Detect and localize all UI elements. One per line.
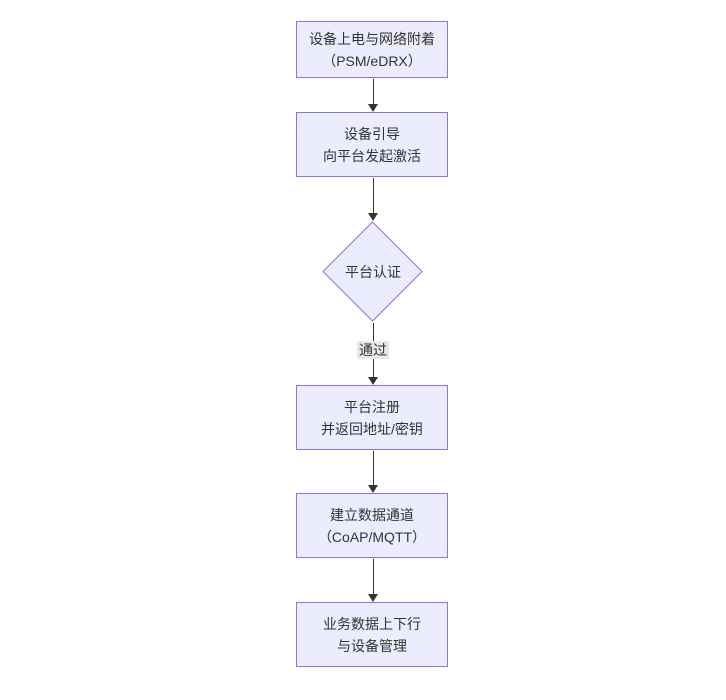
arrowhead-down-icon — [368, 104, 378, 112]
arrowhead-down-icon — [368, 594, 378, 602]
node-register-line2: 并返回地址/密钥 — [321, 420, 423, 437]
node-power-on: 设备上电与网络附着 （PSM/eDRX） — [296, 21, 448, 78]
node-channel: 建立数据通道 （CoAP/MQTT） — [296, 493, 448, 558]
arrowhead-down-icon — [368, 485, 378, 493]
node-register-line1: 平台注册 — [344, 398, 400, 415]
node-power-on-line2: （PSM/eDRX） — [322, 52, 422, 69]
arrow-line-4 — [372, 451, 374, 486]
node-channel-line1: 建立数据通道 — [330, 506, 414, 523]
node-bootstrap-line1: 设备引导 — [344, 125, 400, 142]
node-bootstrap: 设备引导 向平台发起激活 — [296, 112, 448, 177]
node-register: 平台注册 并返回地址/密钥 — [296, 385, 448, 450]
arrow-line-1 — [372, 79, 374, 105]
arrow-line-2 — [372, 178, 374, 214]
arrow-line-5 — [372, 559, 374, 595]
node-power-on-line1: 设备上电与网络附着 — [309, 30, 435, 47]
node-bootstrap-line2: 向平台发起激活 — [323, 147, 421, 164]
node-service: 业务数据上下行 与设备管理 — [296, 602, 448, 667]
edge-label-pass: 通过 — [357, 341, 389, 359]
decision-auth-label: 平台认证 — [345, 264, 401, 280]
node-channel-line2: （CoAP/MQTT） — [317, 528, 427, 545]
arrowhead-down-icon — [368, 213, 378, 221]
arrowhead-down-icon — [368, 377, 378, 385]
node-service-line2: 与设备管理 — [337, 637, 407, 654]
node-service-line1: 业务数据上下行 — [323, 615, 421, 632]
